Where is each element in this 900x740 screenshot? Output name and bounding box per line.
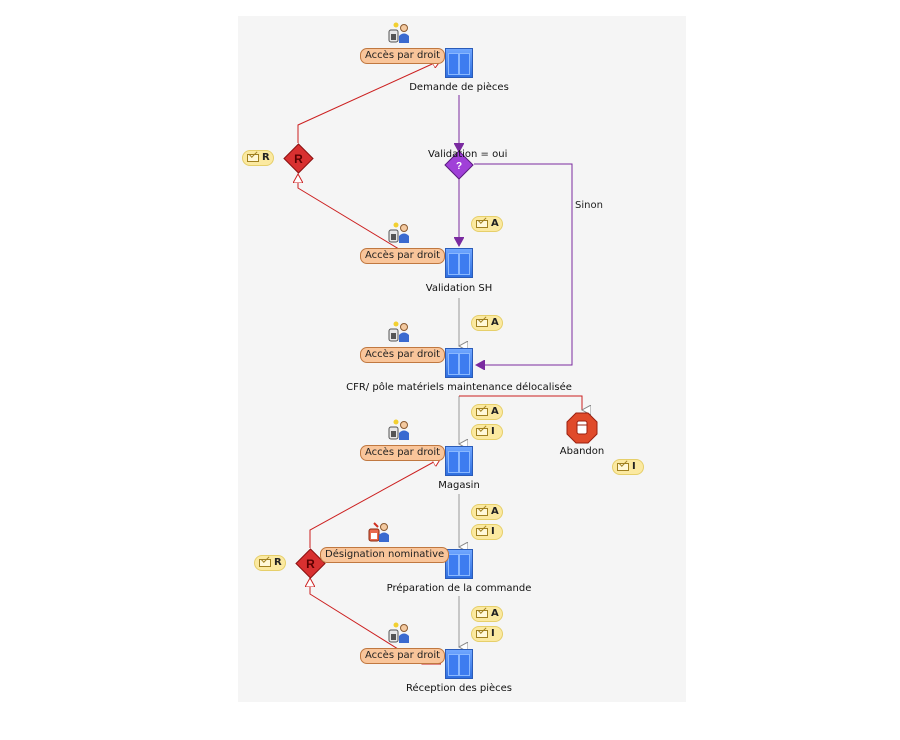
notify-r-badge-top[interactable]: R (242, 150, 274, 166)
flow-reject-bottom-up (309, 458, 441, 548)
task-magasin[interactable] (445, 446, 473, 476)
key-user-icon (388, 419, 409, 440)
task-cfr-label: CFR/ pôle matériels maintenance délocali… (346, 382, 572, 393)
task-preparation-label: Préparation de la commande (386, 583, 532, 594)
notify-a-preparation[interactable]: A (471, 504, 503, 520)
task-reception-label: Réception des pièces (405, 683, 513, 694)
badge-letter: I (632, 461, 636, 472)
notify-i-reception[interactable]: I (471, 626, 503, 642)
key-user-icon (388, 22, 409, 43)
badge-letter: I (491, 526, 495, 537)
named-user-icon (368, 522, 389, 542)
notify-i-magasin[interactable]: I (471, 424, 503, 440)
envelope-icon (476, 428, 488, 436)
reject-mark: R (306, 557, 315, 571)
badge-letter: A (491, 406, 499, 417)
abandon-label: Abandon (559, 446, 605, 457)
badge-letter: A (491, 218, 499, 229)
envelope-icon (476, 610, 488, 618)
role-acces-magasin[interactable]: Accès par droit (360, 445, 446, 461)
role-acces-validation[interactable]: Accès par droit (360, 248, 446, 264)
flow-sinon (474, 163, 573, 365)
role-acces-reception[interactable]: Accès par droit (360, 648, 446, 664)
decision-gateway[interactable]: ? (444, 150, 474, 180)
flow-cfr-to-abandon (459, 395, 582, 410)
badge-letter: A (491, 506, 499, 517)
task-validation-label: Validation SH (425, 283, 493, 294)
reject-mark: R (294, 152, 303, 166)
notify-i-abandon[interactable]: I (612, 459, 644, 475)
key-user-icon (388, 321, 409, 342)
decision-mark: ? (456, 161, 462, 172)
task-cfr[interactable] (445, 348, 473, 378)
key-user-icon (388, 622, 409, 643)
envelope-icon (476, 220, 488, 228)
envelope-icon (247, 154, 259, 162)
task-demande-label: Demande de pièces (409, 82, 509, 93)
badge-letter: A (491, 608, 499, 619)
badge-letter: R (262, 152, 270, 163)
decision-condition: Validation = oui (428, 149, 508, 160)
key-user-icon (388, 222, 409, 243)
task-validation-sh[interactable] (445, 248, 473, 278)
reject-gateway-top[interactable]: R (283, 143, 314, 174)
badge-letter: I (491, 628, 495, 639)
notify-a-magasin[interactable]: A (471, 404, 503, 420)
flow-reject-bottom-in (310, 578, 441, 665)
notify-a-reception[interactable]: A (471, 606, 503, 622)
envelope-icon (476, 508, 488, 516)
badge-letter: I (491, 426, 495, 437)
task-preparation[interactable] (445, 549, 473, 579)
sinon-label: Sinon (575, 200, 603, 211)
task-magasin-label: Magasin (438, 480, 480, 491)
envelope-icon (259, 559, 271, 567)
envelope-icon (476, 319, 488, 327)
badge-letter: R (274, 557, 282, 568)
envelope-icon (476, 528, 488, 536)
badge-letter: A (491, 317, 499, 328)
task-reception[interactable] (445, 649, 473, 679)
role-acces-demande[interactable]: Accès par droit (360, 48, 446, 64)
envelope-icon (476, 630, 488, 638)
role-acces-cfr[interactable]: Accès par droit (360, 347, 446, 363)
abandon-end-event[interactable] (566, 412, 598, 444)
envelope-icon (476, 408, 488, 416)
notify-i-preparation[interactable]: I (471, 524, 503, 540)
notify-a-cfr[interactable]: A (471, 315, 503, 331)
role-designation-preparation[interactable]: Désignation nominative (320, 547, 450, 563)
notify-a-validation[interactable]: A (471, 216, 503, 232)
flow-reject-top-up (297, 60, 441, 143)
task-demande-de-pieces[interactable] (445, 48, 473, 78)
notify-r-badge-bottom[interactable]: R (254, 555, 286, 571)
envelope-icon (617, 463, 629, 471)
